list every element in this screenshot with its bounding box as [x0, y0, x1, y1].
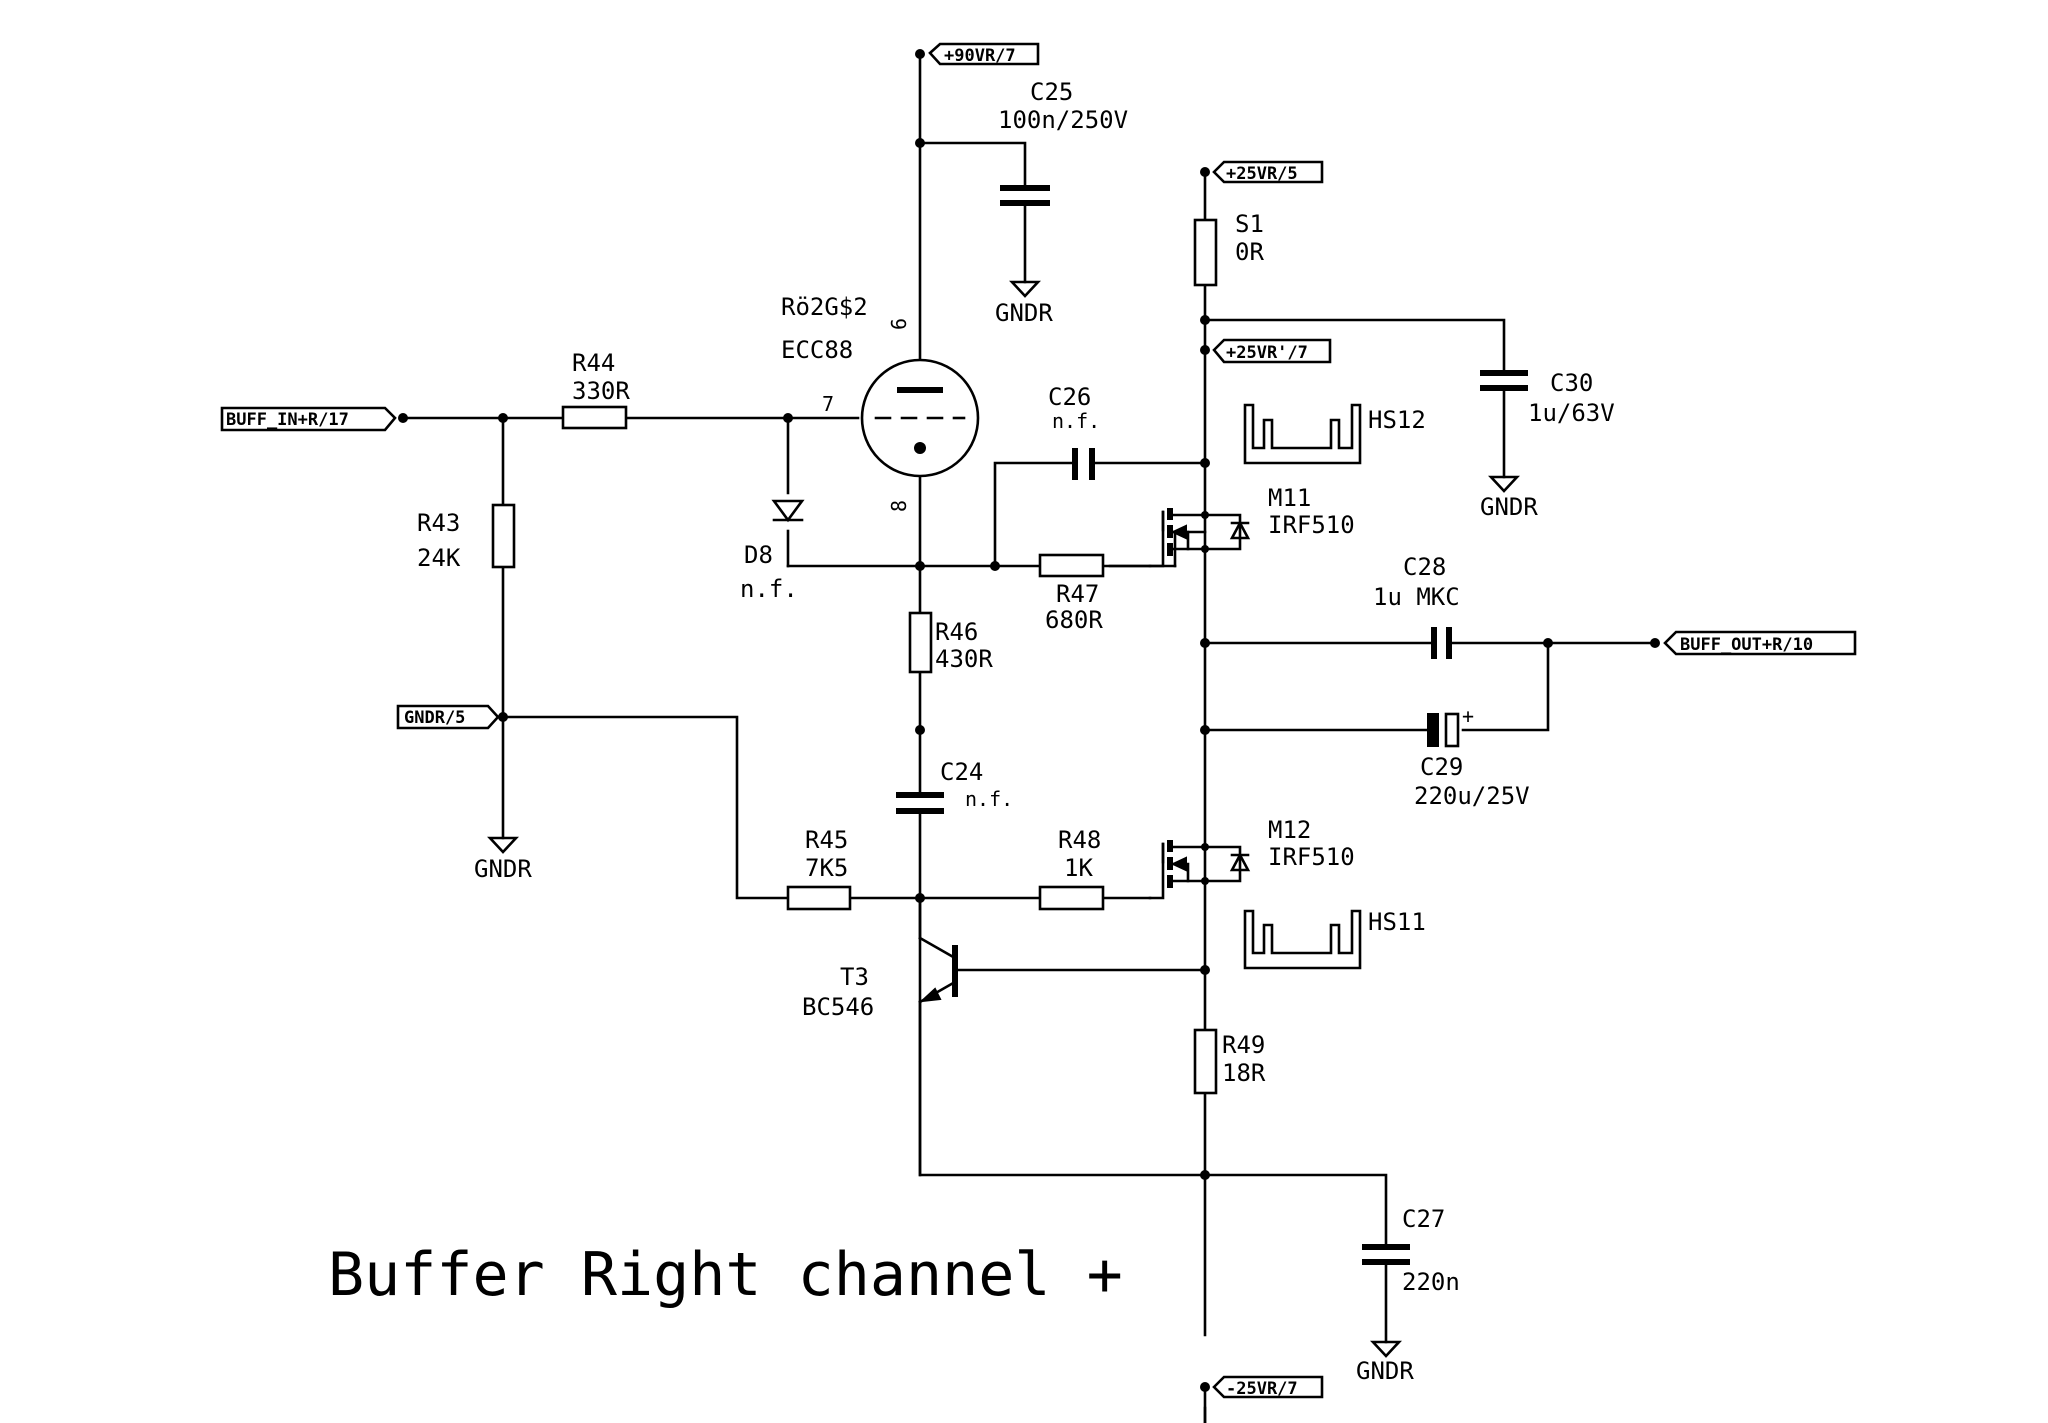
port-label: -25VR/7	[1226, 1379, 1298, 1399]
r43-ref: R43	[417, 509, 460, 537]
m11-value: IRF510	[1268, 511, 1355, 539]
c28-value: 1u MKC	[1373, 583, 1460, 611]
resistor-r43	[491, 503, 516, 569]
c24-value: n.f.	[965, 787, 1013, 811]
c27-ref: C27	[1402, 1205, 1445, 1233]
d8-ref: D8	[744, 541, 773, 569]
r47-ref: R47	[1056, 580, 1099, 608]
r43-value: 24K	[417, 544, 461, 572]
port-p25: +25VR/5	[1212, 160, 1324, 184]
port-dots	[398, 49, 1660, 1392]
r44-ref: R44	[572, 349, 615, 377]
ground-c25: GNDR	[995, 280, 1053, 327]
resistor-r45	[786, 885, 852, 911]
port-label: GNDR/5	[404, 708, 465, 728]
m12-ref: M12	[1268, 816, 1311, 844]
c27-value: 220n	[1402, 1268, 1460, 1296]
capacitor-c27	[1362, 1244, 1410, 1265]
capacitor-c26	[1072, 448, 1095, 480]
c26-ref: C26	[1048, 383, 1091, 411]
diode-d8	[771, 499, 805, 523]
resistor-r48	[1038, 885, 1105, 911]
capacitor-c30	[1480, 370, 1528, 391]
resistor-r49	[1193, 1028, 1218, 1095]
ground-label: GNDR	[1356, 1357, 1414, 1385]
port-label: +25VR/5	[1226, 164, 1298, 184]
junctions	[498, 138, 1553, 1180]
port-label: +90VR/7	[944, 46, 1016, 66]
m12-value: IRF510	[1268, 843, 1355, 871]
transistor-t3	[918, 936, 958, 1004]
ground-label: GNDR	[474, 855, 532, 883]
resistor-s1	[1193, 218, 1218, 287]
tube-ref: Rö2G$2	[781, 293, 868, 321]
hs12-ref: HS12	[1368, 406, 1426, 434]
mosfet-m11	[1148, 508, 1251, 568]
m11-ref: M11	[1268, 484, 1311, 512]
port-label: BUFF_OUT+R/10	[1680, 635, 1813, 655]
c25-value: 100n/250V	[998, 106, 1128, 134]
r48-value: 1K	[1064, 854, 1093, 882]
r45-value: 7K5	[805, 854, 848, 882]
c29-polarity: +	[1462, 704, 1474, 728]
port-label: BUFF_IN+R/17	[226, 410, 349, 430]
ground-label: GNDR	[1480, 493, 1538, 521]
r47-value: 680R	[1045, 606, 1103, 634]
t3-value: BC546	[802, 993, 874, 1021]
c25-ref: C25	[1030, 78, 1073, 106]
r45-ref: R45	[805, 826, 848, 854]
ground-c30: GNDR	[1480, 475, 1538, 521]
tube-pin6: 6	[887, 318, 911, 330]
tube-pin7: 7	[822, 392, 834, 416]
r48-ref: R48	[1058, 826, 1101, 854]
wires	[401, 52, 1657, 1423]
r49-ref: R49	[1222, 1031, 1265, 1059]
s1-ref: S1	[1235, 210, 1264, 238]
hs11-ref: HS11	[1368, 908, 1426, 936]
r44-value: 330R	[572, 377, 630, 405]
tube-ecc88	[860, 358, 980, 478]
c29-value: 220u/25V	[1414, 782, 1530, 810]
ground-label: GNDR	[995, 299, 1053, 327]
ground-r43: GNDR	[474, 836, 532, 883]
r46-value: 430R	[935, 645, 993, 673]
tube-pin8: 8	[887, 500, 911, 512]
port-p90: +90VR/7	[928, 42, 1040, 66]
c30-value: 1u/63V	[1528, 399, 1615, 427]
mosfet-m12	[1148, 840, 1251, 900]
port-m25: -25VR/7	[1212, 1375, 1324, 1399]
c28-ref: C28	[1403, 553, 1446, 581]
c24-ref: C24	[940, 758, 983, 786]
port-p25b: +25VR'/7	[1212, 338, 1332, 364]
resistor-r44	[561, 405, 628, 430]
capacitor-c29	[1427, 712, 1460, 748]
heatsink-hs11	[1243, 909, 1362, 970]
c30-ref: C30	[1550, 369, 1593, 397]
c26-value: n.f.	[1052, 409, 1100, 433]
resistor-r47	[1038, 553, 1105, 578]
port-gnd5: GNDR/5	[396, 704, 500, 730]
tube-value: ECC88	[781, 336, 853, 364]
capacitor-c28	[1431, 627, 1452, 659]
heatsink-hs12	[1243, 403, 1362, 465]
ground-c27: GNDR	[1356, 1340, 1414, 1385]
capacitor-c25	[1000, 185, 1050, 206]
resistor-r46	[908, 611, 933, 674]
r46-ref: R46	[935, 618, 978, 646]
r49-value: 18R	[1222, 1059, 1266, 1087]
diagram-title: Buffer Right channel +	[328, 1240, 1123, 1310]
t3-ref: T3	[840, 963, 869, 991]
d8-value: n.f.	[740, 575, 798, 603]
port-in: BUFF_IN+R/17	[220, 406, 397, 432]
port-out: BUFF_OUT+R/10	[1663, 630, 1857, 656]
port-label: +25VR'/7	[1226, 343, 1308, 363]
s1-value: 0R	[1235, 238, 1264, 266]
c29-ref: C29	[1420, 753, 1463, 781]
capacitor-c24	[896, 792, 944, 814]
